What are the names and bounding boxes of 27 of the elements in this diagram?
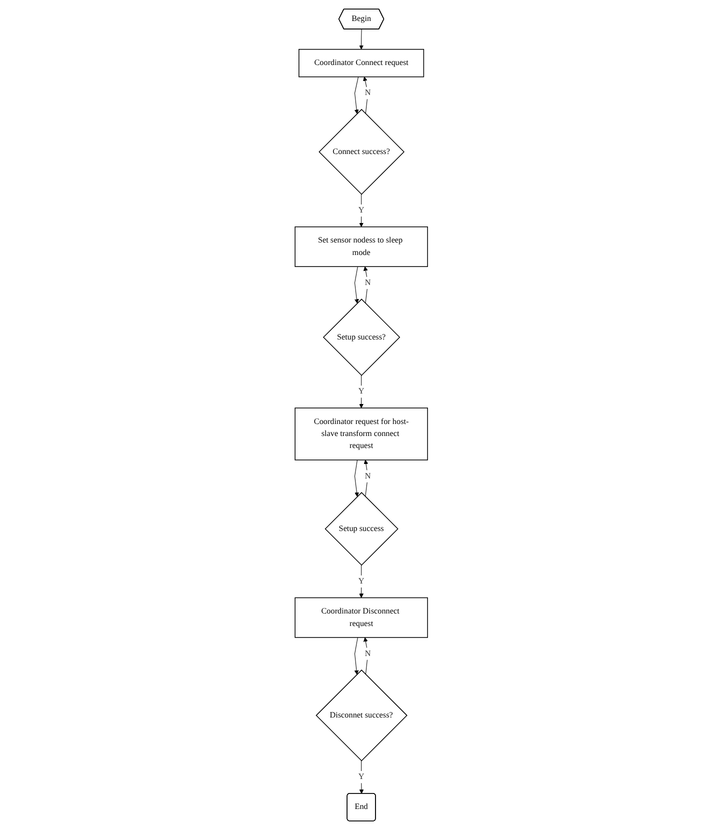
node-diamond: Connect success? [318,108,405,195]
edge-label: N [365,88,372,98]
node-diamond: Setup success? [323,298,400,376]
arrow [359,760,364,794]
node-diamond: Disconnet success? [316,670,408,762]
arrow [359,28,364,50]
node-box: Set sensor nodess to sleep mode [294,226,428,267]
edge-label: Y [358,387,364,396]
edge-label: Y [358,206,364,215]
arrow [359,375,364,408]
edge-label: N [365,472,372,480]
arrow [354,76,359,114]
node-diamond: Setup success [324,492,399,566]
edge-label: Y [358,576,364,586]
edge-label: N [365,278,372,287]
arrow [359,564,364,598]
arrow [354,460,360,497]
edge-label: N [365,649,372,658]
edge-label: Y [358,772,364,782]
node-box: Coordinator Connect request [298,48,424,78]
node-box: Coordinator Disconnect request [294,597,428,638]
arrow [354,266,360,304]
arrow [364,637,368,675]
arrow [359,194,364,228]
arrow [364,266,368,304]
node-box: Coordinator request for host-slave transform connect request [294,408,428,460]
arrow [354,637,359,675]
